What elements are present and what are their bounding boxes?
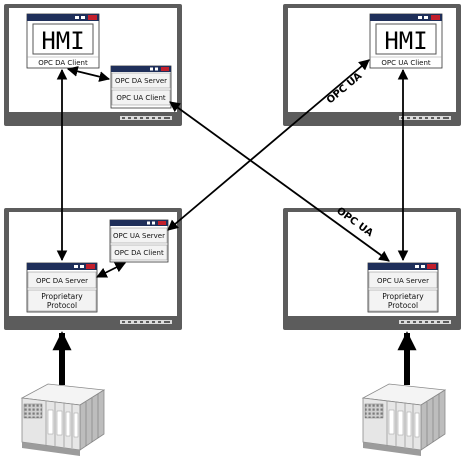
wrapper-window-bottom-left: OPC UA Server OPC DA Client	[109, 219, 169, 263]
hmi-screen-label: HMI	[384, 27, 427, 55]
hmi-window-right: HMI OPC UA Client	[369, 13, 443, 69]
server-window-bottom-left: OPC DA Server Proprietary Protocol	[26, 262, 98, 313]
arrow-hmi-left-to-wrapper	[66, 66, 111, 82]
connections	[56, 59, 409, 278]
wrapper-row-2: OPC UA Client	[116, 94, 166, 102]
wrapper-row-2: OPC DA Client	[114, 249, 164, 257]
arrow-wrapper-bottom-to-server-left	[96, 262, 126, 278]
plc-links	[52, 331, 417, 385]
plc-device-left	[20, 383, 106, 456]
hmi-screen-label: HMI	[41, 27, 84, 55]
arrow-hmi-right-to-wrapper-bottom	[167, 59, 370, 231]
hmi-caption: OPC UA Client	[381, 59, 431, 67]
server-row-1: OPC UA Server	[377, 277, 429, 285]
server-protocol-label: Protocol	[388, 301, 418, 310]
server-proprietary-label: Proprietary	[382, 292, 424, 301]
server-row-1: OPC DA Server	[36, 277, 88, 285]
server-proprietary-label: Proprietary	[41, 292, 83, 301]
hmi-caption: OPC DA Client	[38, 59, 88, 67]
hmi-window-left: HMI OPC DA Client	[26, 13, 100, 69]
server-window-bottom-right: OPC UA Server Proprietary Protocol	[367, 262, 439, 313]
plc-device-right	[361, 383, 447, 456]
wrapper-row-1: OPC DA Server	[115, 77, 167, 85]
wrapper-row-1: OPC UA Server	[113, 232, 165, 240]
server-protocol-label: Protocol	[47, 301, 77, 310]
wrapper-window-top-left: OPC DA Server OPC UA Client	[110, 65, 172, 109]
